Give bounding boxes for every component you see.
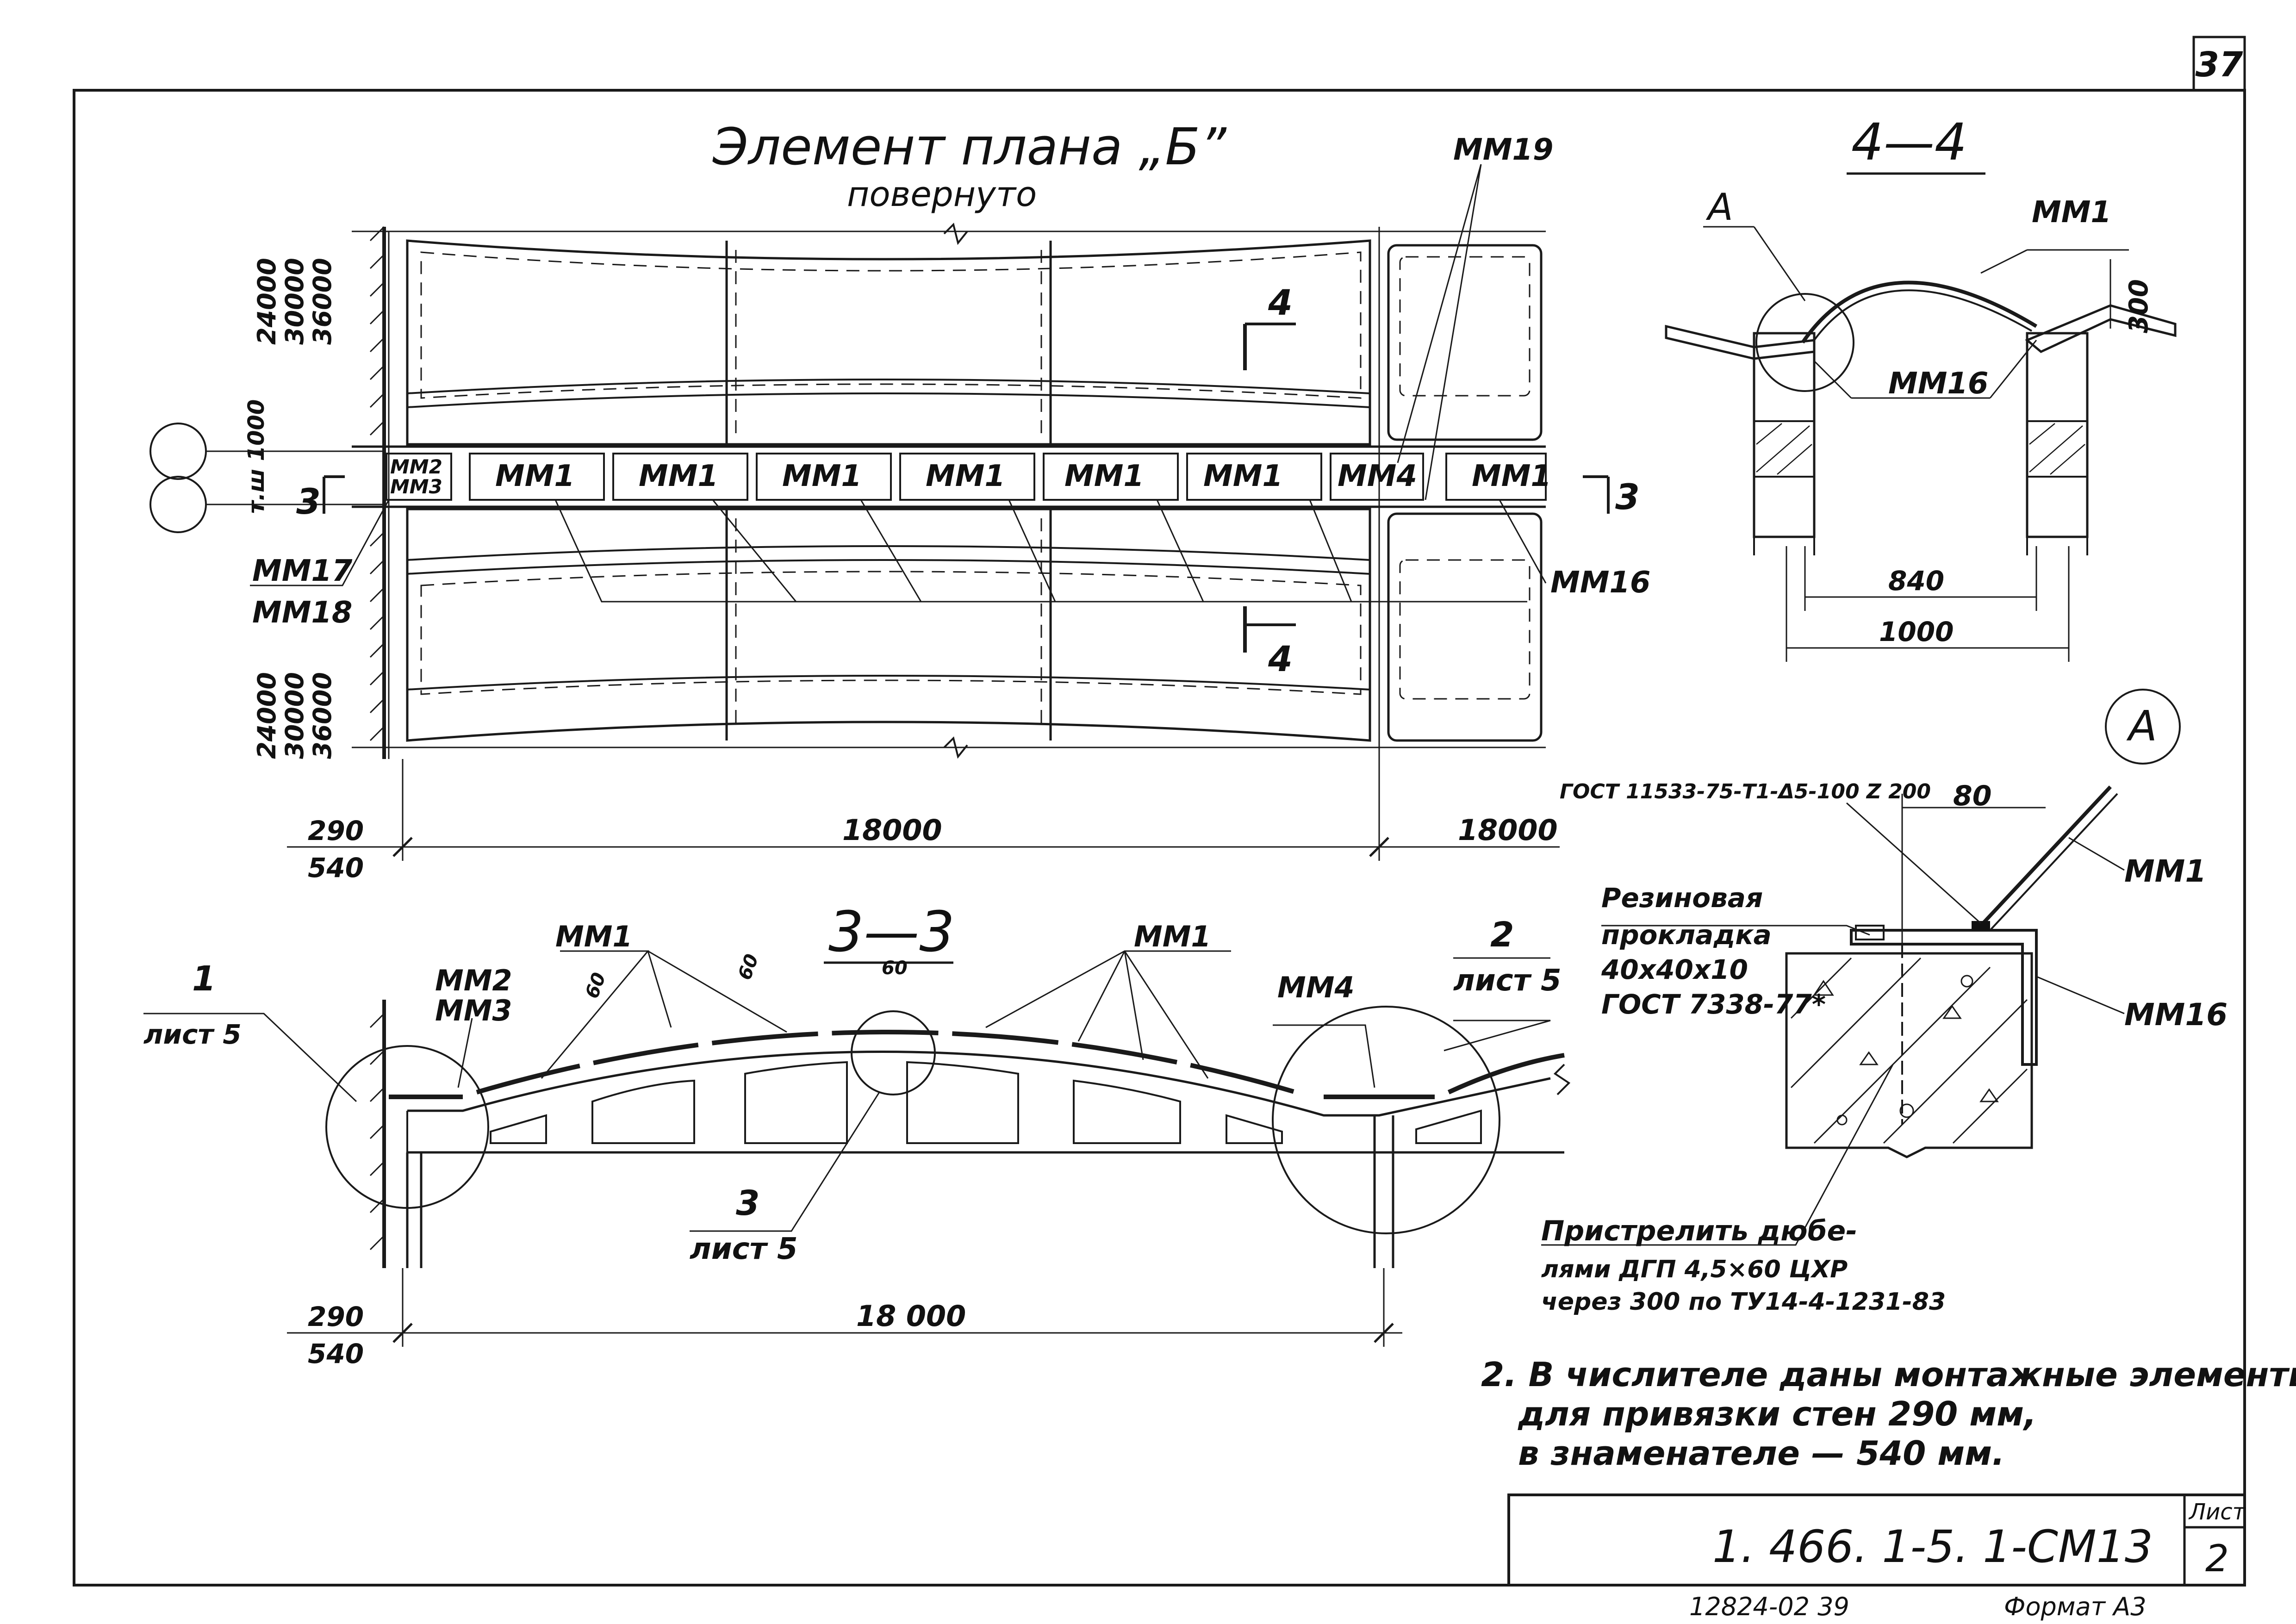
plan-dim-bottom-2: 30000 [280, 672, 309, 759]
section-44-label-mm1: ММ1 [2032, 195, 2111, 230]
plan-top-slabs [406, 239, 1543, 446]
section-33-label-mm1-right: ММ1 [1134, 920, 1211, 953]
plan-dim-bottom-1: 24000 [252, 672, 281, 759]
plan-dim-main: 18000 [842, 813, 942, 847]
detail-a-marker: А [2126, 702, 2157, 751]
plan-dim-right: 18000 [1458, 813, 1558, 847]
callout-1-sheet: лист 5 [143, 1019, 242, 1050]
note-line-2: для привязки стен 290 мм, [1518, 1394, 2036, 1433]
axis-marker-circle [149, 476, 207, 533]
notes: 2. В числителе даны монтажные элементы д… [1481, 1355, 2296, 1473]
section-44-dim-840: 840 [1888, 565, 1944, 597]
section-33-label-mm2: ММ2 [435, 964, 512, 997]
section-33-label-mm4: ММ4 [1277, 971, 1355, 1004]
plan-dim-bottom-3: 36000 [308, 672, 337, 759]
plan-view: Элемент плана „Б” повернуто [149, 117, 1650, 884]
section-4-4: 4—4 А [1665, 112, 2177, 662]
plan-panel-label: ММ1 [1472, 459, 1551, 493]
section-3-3: 3—3 [143, 900, 1571, 1369]
cut-3-marker: 3 3 [296, 475, 1640, 522]
plan-dim-top-3: 36000 [308, 258, 337, 345]
detail-circle-2 [1272, 1006, 1500, 1234]
detail-a-dowel-3: через 300 по ТУ14-4-1231-83 [1541, 1288, 1946, 1316]
plan-panel-label: ММ4 [1338, 459, 1417, 493]
callout-3-number: 3 [736, 1183, 760, 1223]
detail-a-gasket-4: ГОСТ 7338-77* [1601, 989, 1826, 1020]
detail-a-dowel-2: лями ДГП 4,5×60 ЦХР [1541, 1256, 1848, 1283]
callout-2-number: 2 [1490, 915, 1514, 955]
callout-1-number: 1 [192, 959, 216, 999]
label-mm18: ММ18 [252, 596, 352, 630]
plan-bottom-slabs [406, 508, 1543, 742]
note-line-3: в знаменателе — 540 мм. [1518, 1434, 2005, 1473]
callout-3-sheet: лист 5 [690, 1232, 798, 1266]
note-line-1: 2. В числителе даны монтажные элементы [1481, 1355, 2296, 1394]
plan-dim-top-2: 30000 [280, 258, 309, 345]
title-block-code: 1. 466. 1-5. 1-СМ13 [1712, 1521, 2153, 1573]
detail-a-dowel-1: Пристрелить дюбе- [1541, 1215, 1857, 1247]
plan-panel-label: ММ1 [926, 459, 1005, 493]
plan-panel-mm3: ММ3 [390, 475, 442, 498]
section-33-gap: 60 [882, 958, 908, 979]
sheet-number: 37 [2196, 45, 2243, 85]
footer: 12824-02 39 Формат А3 [1689, 1592, 2147, 1621]
detail-a-gasket-1: Резиновая [1601, 882, 1763, 914]
section-44-label-mm16: ММ16 [1888, 367, 1988, 401]
cut-4-marker: 4 4 [1243, 282, 1296, 679]
section-33-gap: 60 [581, 970, 610, 1001]
title-block-sheet-value: 2 [2205, 1537, 2229, 1580]
label-mm16-plan: ММ16 [1550, 566, 1650, 600]
section-33-gap: 60 [734, 951, 763, 983]
plan-panel-label: ММ1 [782, 459, 862, 493]
detail-circle-3 [851, 1010, 936, 1095]
plan-title: Элемент плана „Б” [712, 117, 1227, 176]
plan-dim-top-1: 24000 [252, 258, 281, 345]
title-block-sheet-label: Лист [2188, 1499, 2246, 1525]
detail-a-gasket-3: 40х40х10 [1601, 954, 1748, 985]
plan-panel-label: ММ1 [1064, 459, 1144, 493]
detail-a: А ГОСТ 11533-75-Т1-Δ5-100 Z 200 80 [1541, 689, 2228, 1316]
section-33-title: 3—3 [828, 900, 955, 964]
axis-marker-circle [149, 423, 207, 480]
svg-text:4: 4 [1268, 282, 1293, 323]
detail-a-label-mm16: ММ16 [2124, 997, 2228, 1033]
plan-panel-label: ММ1 [1203, 459, 1283, 493]
section-33-dim-540: 540 [308, 1338, 364, 1369]
section-44-title: 4—4 [1851, 112, 1967, 172]
svg-text:4: 4 [1268, 638, 1293, 679]
section-33-label-mm1-left: ММ1 [555, 920, 633, 953]
plan-panel-label: ММ1 [495, 459, 575, 493]
detail-a-gasket-2: прокладка [1601, 919, 1772, 951]
callout-2-sheet: лист 5 [1453, 964, 1562, 998]
plan-axis-label: т.ш 1000 [243, 399, 269, 514]
svg-text:3: 3 [1615, 476, 1640, 517]
detail-a-dim-80: 80 [1953, 780, 1992, 812]
title-block: 1. 466. 1-5. 1-СМ13 Лист 2 [1507, 1493, 2246, 1587]
section-44-label-a: А [1705, 186, 1733, 229]
plan-subtitle: повернуто [847, 174, 1037, 214]
plan-middle-panels: ММ2 ММ3 ММ1 ММ1 ММ1 ММ1 ММ1 ММ1 ММ4 ММ1 [386, 453, 1551, 501]
label-mm19: ММ19 [1453, 133, 1553, 167]
plan-dim-290: 290 [308, 815, 364, 846]
sheet-frame: 37 [73, 36, 2246, 1587]
section-44-dim-1000: 1000 [1879, 616, 1954, 647]
detail-a-gost-weld: ГОСТ 11533-75-Т1-Δ5-100 Z 200 [1560, 780, 1931, 803]
label-mm17: ММ17 [252, 554, 353, 588]
section-44-dim-300: 300 [2124, 279, 2154, 333]
plan-panel-label: ММ1 [639, 459, 718, 493]
detail-a-label-mm1: ММ1 [2124, 853, 2206, 889]
svg-text:3: 3 [296, 481, 321, 522]
plan-dim-540: 540 [308, 852, 364, 884]
footer-right: Формат А3 [2004, 1592, 2147, 1621]
plan-panel-mm2: ММ2 [390, 455, 442, 478]
section-33-dim-290: 290 [308, 1301, 364, 1332]
footer-left: 12824-02 39 [1689, 1592, 1849, 1621]
section-33-dim-main: 18 000 [856, 1299, 966, 1333]
detail-circle-1 [325, 1045, 489, 1209]
section-33-label-mm3: ММ3 [435, 994, 512, 1027]
